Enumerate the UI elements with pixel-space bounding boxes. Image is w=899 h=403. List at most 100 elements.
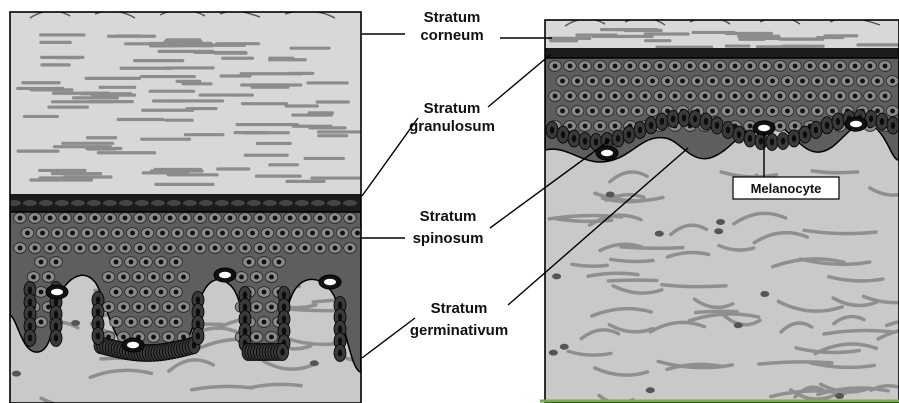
cell-nucleus (793, 124, 798, 129)
cell-nucleus (121, 305, 126, 310)
label-melanocyte-box: Melanocyte (733, 177, 839, 199)
cell-nucleus (590, 79, 595, 84)
cell-nucleus (166, 275, 171, 280)
basal-nucleus (196, 309, 200, 316)
corneum-streak (268, 163, 299, 166)
cell-nucleus (778, 64, 783, 69)
cell-nucleus (136, 305, 141, 310)
cell-nucleus (568, 124, 573, 129)
basal-nucleus (561, 131, 565, 138)
cell-nucleus (613, 94, 618, 99)
cell-nucleus (273, 216, 278, 221)
cell-nucleus (703, 94, 708, 99)
cell-nucleus (254, 305, 259, 310)
cell-nucleus (262, 260, 267, 265)
cell-nucleus (198, 216, 203, 221)
cell-nucleus (755, 109, 760, 114)
basal-nucleus (54, 335, 58, 342)
corneum-streak (23, 115, 59, 118)
cell-nucleus (220, 231, 225, 236)
cell-nucleus (628, 64, 633, 69)
basal-nucleus (282, 316, 286, 323)
dermis-cell-dot (655, 231, 664, 237)
basal-nucleus (243, 328, 247, 335)
cell-nucleus (800, 79, 805, 84)
cell-nucleus (243, 246, 248, 251)
cell-nucleus (106, 305, 111, 310)
basal-nucleus (792, 135, 796, 142)
cell-nucleus (643, 94, 648, 99)
cell-nucleus (153, 216, 158, 221)
basal-nucleus (338, 338, 342, 345)
cell-nucleus (138, 246, 143, 251)
cell-nucleus (39, 260, 44, 265)
basal-nucleus (638, 126, 642, 133)
corneum-streak (117, 118, 165, 121)
basal-nucleus (54, 323, 58, 330)
corneum-streak (233, 131, 269, 134)
cell-nucleus (875, 109, 880, 114)
cell-nucleus (18, 246, 23, 251)
cell-nucleus (129, 320, 134, 325)
label-corneum-line2: corneum (420, 27, 483, 44)
granulosum-cell (87, 200, 101, 206)
corneum-streak (40, 63, 70, 66)
cell-nucleus (733, 64, 738, 69)
cell-nucleus (175, 231, 180, 236)
cell-nucleus (108, 216, 113, 221)
corneum-streak (40, 56, 84, 59)
cell-nucleus (151, 305, 156, 310)
cell-nucleus (243, 216, 248, 221)
corneum-streak (240, 83, 302, 86)
cell-nucleus (151, 275, 156, 280)
cell-nucleus (247, 260, 252, 265)
cell-nucleus (650, 109, 655, 114)
granulosum-cell (295, 200, 309, 206)
cell-nucleus (560, 109, 565, 114)
cell-nucleus (733, 94, 738, 99)
cell-nucleus (673, 64, 678, 69)
basal-nucleus (836, 118, 840, 125)
cell-nucleus (205, 231, 210, 236)
dermis-fiber (608, 280, 656, 281)
basal-nucleus (196, 333, 200, 340)
corneum-streak (133, 59, 184, 62)
cell-nucleus (144, 260, 149, 265)
cell-nucleus (583, 94, 588, 99)
label-melanocyte: Melanocyte (751, 181, 822, 196)
cell-nucleus (628, 94, 633, 99)
basal-nucleus (338, 350, 342, 357)
cell-nucleus (740, 109, 745, 114)
cell-nucleus (159, 320, 164, 325)
cell-nucleus (830, 79, 835, 84)
corneum-streak (268, 58, 307, 61)
corneum-streak (236, 123, 300, 126)
basal-nucleus (54, 311, 58, 318)
cell-nucleus (605, 109, 610, 114)
cell-nucleus (688, 64, 693, 69)
granulosum-cell (327, 200, 341, 206)
cell-nucleus (613, 124, 618, 129)
cell-nucleus (748, 64, 753, 69)
granulosum-cell (55, 200, 69, 206)
cell-nucleus (160, 231, 165, 236)
cell-nucleus (785, 109, 790, 114)
cell-nucleus (838, 64, 843, 69)
cell-nucleus (303, 246, 308, 251)
corneum-streak (140, 75, 196, 78)
cell-nucleus (830, 109, 835, 114)
corneum-streak (317, 130, 375, 133)
basal-nucleus (649, 122, 653, 129)
cell-nucleus (635, 79, 640, 84)
basal-nucleus (737, 131, 741, 138)
dermis-cell-dot (716, 219, 725, 225)
corneum-streak (17, 149, 60, 152)
cell-nucleus (46, 275, 51, 280)
cell-nucleus (265, 231, 270, 236)
cell-nucleus (168, 246, 173, 251)
corneum-streak (47, 106, 89, 109)
cell-nucleus (303, 216, 308, 221)
cell-nucleus (778, 124, 783, 129)
dermis-cell-dot (734, 322, 743, 328)
granulosum-cell (7, 200, 21, 206)
